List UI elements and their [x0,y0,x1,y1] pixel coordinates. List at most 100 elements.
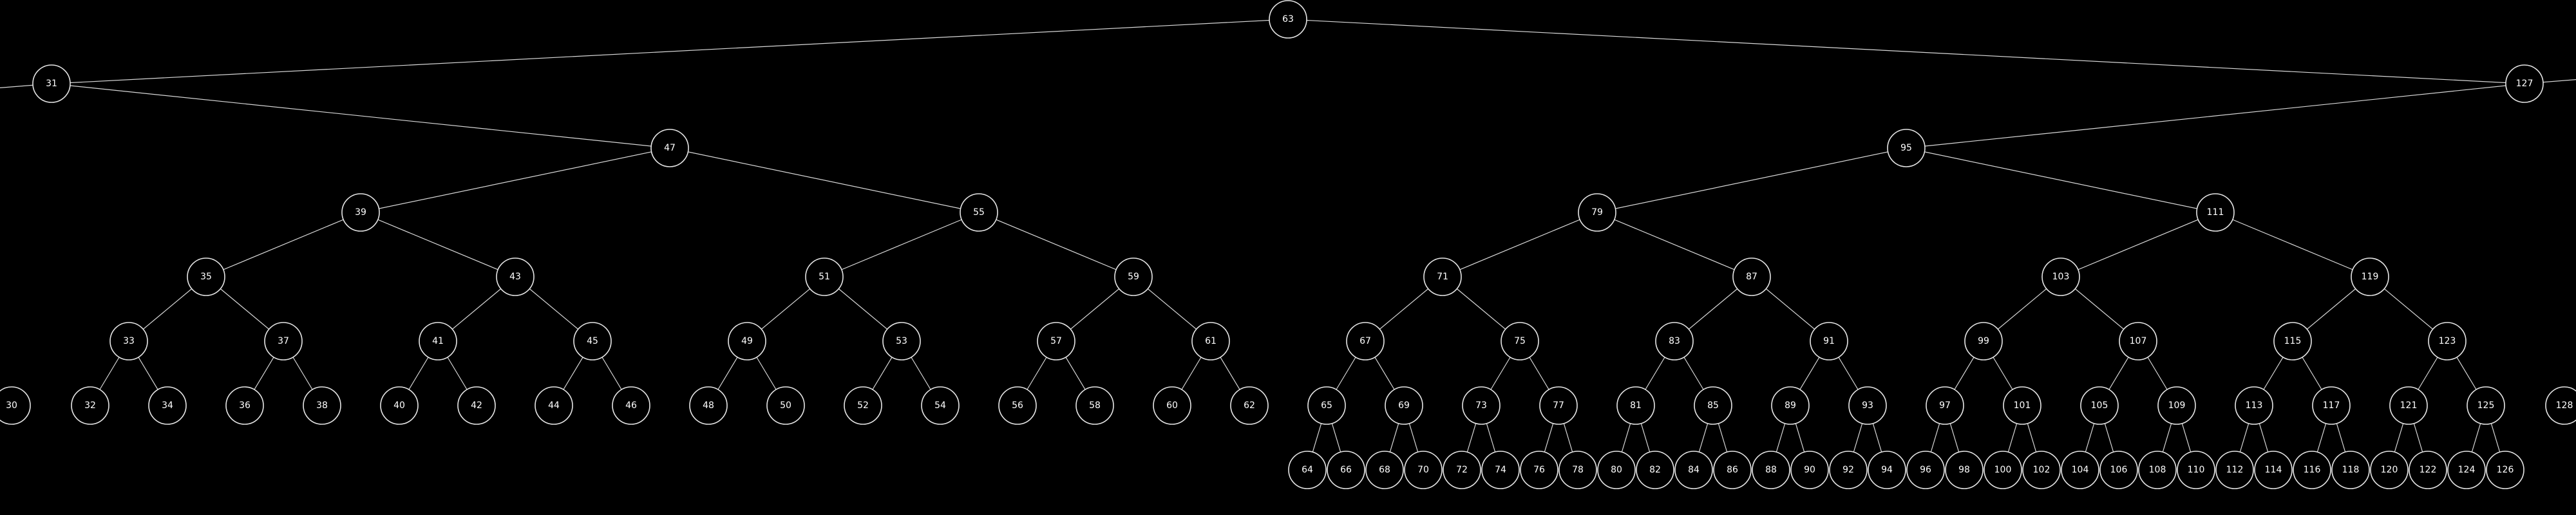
tree-node-74: 74 [1481,451,1520,489]
node-label: 117 [2323,400,2340,411]
node-label: 99 [1978,336,1989,346]
node-label: 35 [200,272,212,282]
node-circle [2351,258,2389,296]
node-circle [1230,386,1269,425]
node-circle [1578,193,1616,232]
tree-node-98: 98 [1945,451,1984,489]
node-label: 81 [1630,400,1642,411]
tree-node-53: 53 [882,322,921,360]
tree-node-77: 77 [1539,386,1578,425]
tree-node-71: 71 [1423,258,1462,296]
node-label: 85 [1707,400,1719,411]
node-label: 108 [2149,465,2166,475]
tree-node-89: 89 [1771,386,1810,425]
tree-node-124: 124 [2447,451,2486,489]
tree-node-60: 60 [1153,386,1191,425]
tree-node-62: 62 [1230,386,1269,425]
node-circle [2389,386,2428,425]
node-circle [1558,451,1597,489]
node-circle [1694,386,1732,425]
tree-node-30: 30 [0,386,31,425]
node-label: 45 [587,336,598,346]
node-circle [2196,193,2235,232]
node-label: 32 [84,400,96,411]
node-label: 68 [1379,465,1390,475]
node-circle [2254,451,2293,489]
node-circle [1385,386,1423,425]
node-circle [1346,322,1385,360]
node-label: 65 [1321,400,1332,411]
node-label: 93 [1862,400,1873,411]
node-label: 44 [548,400,560,411]
node-label: 112 [2226,465,2244,475]
node-label: 51 [819,272,830,282]
node-label: 116 [2304,465,2321,475]
edge-55-51 [824,212,980,277]
edge-39-35 [205,212,361,277]
tree-node-80: 80 [1597,451,1636,489]
tree-node-49: 49 [728,322,766,360]
node-circle [1906,451,1945,489]
node-label: 63 [1282,14,1294,24]
edge-47-39 [360,147,670,213]
node-circle [225,386,264,425]
node-circle [457,386,496,425]
tree-node-110: 110 [2177,451,2215,489]
tree-node-114: 114 [2254,451,2293,489]
node-circle [535,386,573,425]
node-label: 78 [1572,465,1584,475]
tree-node-46: 46 [612,386,650,425]
tree-node-40: 40 [380,386,419,425]
node-circle [1288,451,1327,489]
tree-node-55: 55 [960,193,998,232]
tree-node-120: 120 [2370,451,2409,489]
node-circle [1307,386,1346,425]
node-label: 34 [162,400,173,411]
node-label: 54 [934,400,946,411]
node-label: 66 [1340,465,1352,475]
tree-node-88: 88 [1752,451,1790,489]
tree-node-76: 76 [1520,451,1558,489]
node-label: 86 [1727,465,1738,475]
tree-node-103: 103 [2041,258,2080,296]
node-circle [1868,451,1906,489]
node-circle [650,129,689,167]
tree-node-37: 37 [264,322,303,360]
node-circle [264,322,303,360]
node-circle [2447,451,2486,489]
node-label: 96 [1920,465,1931,475]
tree-node-70: 70 [1404,451,1443,489]
node-circle [1984,451,2022,489]
node-circle [109,322,148,360]
node-circle [728,322,766,360]
node-circle [1037,322,1075,360]
node-label: 82 [1649,465,1661,475]
node-circle [1462,386,1501,425]
node-circle [1114,258,1153,296]
node-circle [380,386,419,425]
tree-node-97: 97 [1926,386,1964,425]
edge-95-79 [1596,147,1907,213]
tree-node-102: 102 [2022,451,2061,489]
node-circle [1926,386,1964,425]
tree-node-90: 90 [1790,451,1829,489]
node-label: 46 [625,400,637,411]
tree-node-112: 112 [2215,451,2254,489]
tree-node-34: 34 [148,386,187,425]
node-circle [303,386,341,425]
node-circle [2119,322,2157,360]
edge-79-87 [1596,212,1752,277]
node-circle [766,386,805,425]
tree-node-44: 44 [535,386,573,425]
edge-127-95 [1906,83,2525,149]
tree-node-33: 33 [109,322,148,360]
node-circle [1636,451,1674,489]
node-circle [1732,258,1771,296]
node-circle [1520,451,1558,489]
tree-node-125: 125 [2467,386,2505,425]
node-label: 127 [2516,79,2533,89]
node-label: 41 [432,336,444,346]
node-circle [419,322,457,360]
node-label: 39 [355,207,366,218]
